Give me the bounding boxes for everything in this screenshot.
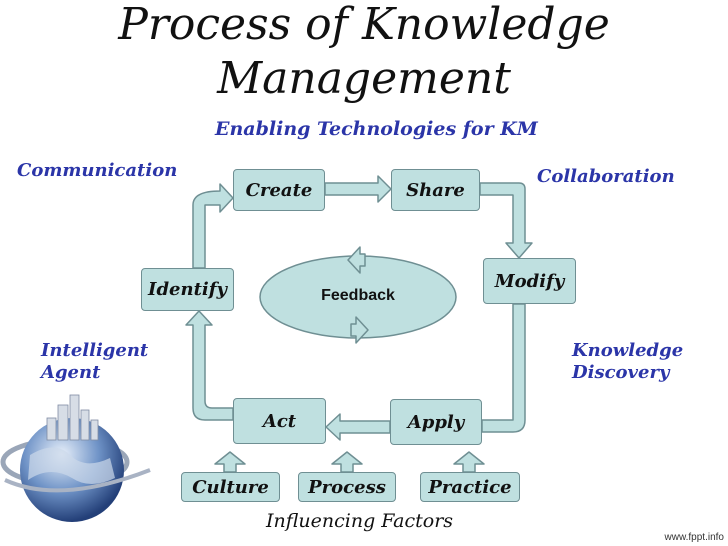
label-knowledge-discovery: Knowledge Discovery xyxy=(572,340,683,384)
arrow-process-up xyxy=(331,451,363,473)
label-intelligent-agent-line1: Intelligent xyxy=(41,340,149,361)
label-communication: Communication xyxy=(17,160,178,181)
arrow-act-identify xyxy=(185,310,234,421)
box-apply: Apply xyxy=(390,399,482,445)
label-collaboration: Collaboration xyxy=(537,166,675,187)
arrow-create-share xyxy=(324,175,392,203)
feedback-arrow-top xyxy=(347,246,366,274)
title-line-2: Management xyxy=(217,53,511,104)
label-knowledge-discovery-line2: Discovery xyxy=(572,362,670,383)
box-create: Create xyxy=(233,169,325,211)
influencing-factors-label: Influencing Factors xyxy=(266,510,454,532)
title-line-1: Process of Knowledge xyxy=(118,0,610,50)
box-identify: Identify xyxy=(141,268,234,311)
label-intelligent-agent-line2: Agent xyxy=(41,362,101,383)
arrow-practice-up xyxy=(453,451,485,473)
feedback-arrow-bottom xyxy=(350,316,369,344)
feedback-label: Feedback xyxy=(321,287,395,304)
arrow-share-modify xyxy=(479,182,533,259)
box-process: Process xyxy=(298,472,396,502)
globe-city-icon xyxy=(0,394,151,522)
arrow-culture-up xyxy=(214,451,246,473)
label-knowledge-discovery-line1: Knowledge xyxy=(572,340,684,361)
box-practice: Practice xyxy=(420,472,520,502)
box-culture: Culture xyxy=(181,472,280,502)
subtitle: Enabling Technologies for KM xyxy=(215,118,538,140)
box-act: Act xyxy=(233,398,326,444)
box-share: Share xyxy=(391,169,480,211)
arrow-modify-apply xyxy=(481,303,526,433)
label-intelligent-agent: Intelligent Agent xyxy=(41,340,148,384)
box-modify: Modify xyxy=(483,258,576,304)
credit-text: www.fppt.info xyxy=(664,532,724,543)
arrow-apply-act xyxy=(325,413,391,441)
arrow-identify-create xyxy=(192,183,234,269)
